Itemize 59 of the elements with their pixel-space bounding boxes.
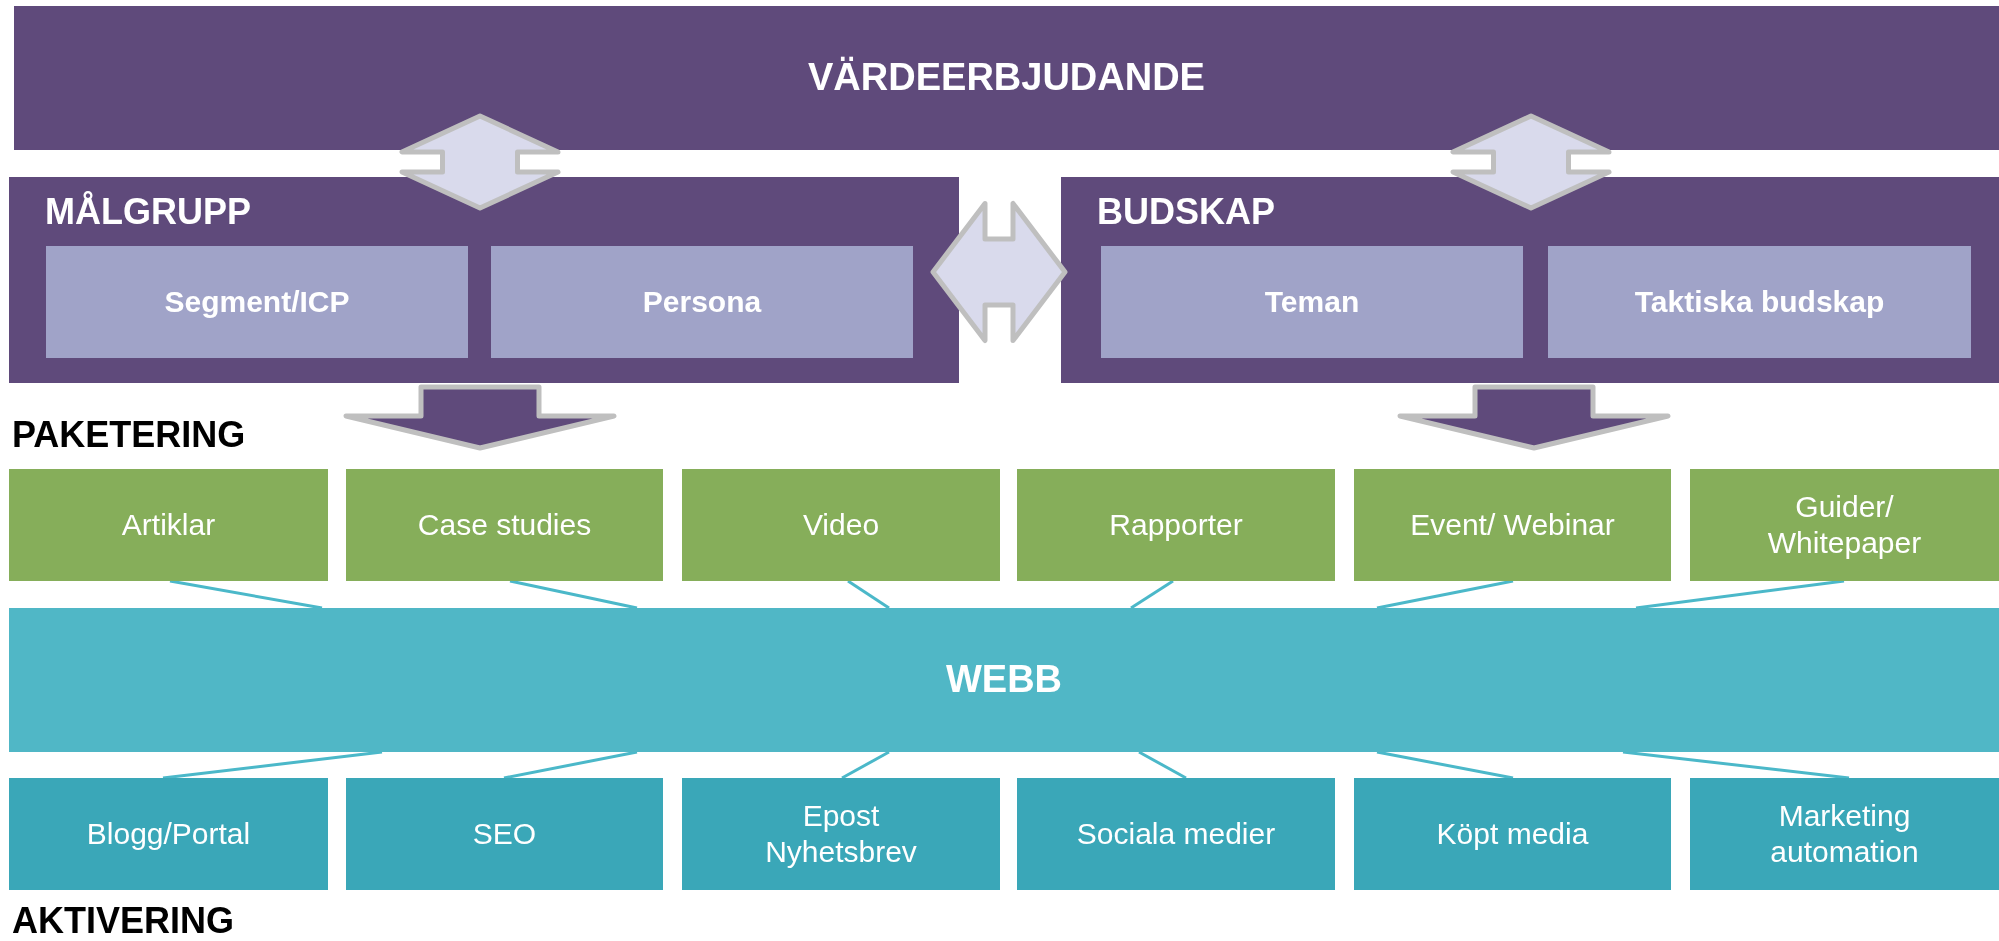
box-label: Blogg/Portal bbox=[85, 816, 252, 852]
box-label: Case studies bbox=[416, 507, 593, 543]
content-box bbox=[346, 469, 663, 581]
box-label: Artiklar bbox=[120, 507, 217, 543]
channel-box bbox=[1354, 778, 1671, 890]
box-label: VÄRDEERBJUDANDE bbox=[807, 55, 1206, 101]
block-arrow bbox=[1397, 384, 1671, 451]
box-label: Persona bbox=[641, 284, 763, 320]
topic-box bbox=[491, 246, 913, 358]
group-panel bbox=[1061, 177, 1999, 383]
box-label: Video bbox=[801, 507, 881, 543]
section-label: AKTIVERING bbox=[12, 900, 234, 941]
block-arrow bbox=[1450, 113, 1612, 211]
channel-box bbox=[1017, 778, 1335, 890]
box-label: Epost Nyhetsbrev bbox=[764, 798, 918, 870]
box-label: SEO bbox=[471, 816, 538, 852]
content-box bbox=[1017, 469, 1335, 581]
channel-box bbox=[9, 778, 328, 890]
connector-line bbox=[1635, 579, 1845, 610]
block-arrow bbox=[399, 113, 561, 211]
box-label: Segment/ICP bbox=[163, 284, 351, 320]
content-box bbox=[1690, 469, 1999, 581]
content-box bbox=[682, 469, 1000, 581]
title-band bbox=[14, 6, 1999, 150]
connector-line bbox=[1622, 750, 1850, 780]
block-arrow bbox=[930, 201, 1068, 343]
box-label: WEBB bbox=[944, 657, 1064, 703]
box-label: Taktiska budskap bbox=[1633, 284, 1886, 320]
connector-line bbox=[169, 579, 323, 610]
box-label: Rapporter bbox=[1108, 507, 1244, 543]
channel-box bbox=[346, 778, 663, 890]
box-label: Sociala medier bbox=[1075, 816, 1277, 852]
topic-box bbox=[46, 246, 468, 358]
connector-line bbox=[1376, 579, 1514, 610]
connector-line bbox=[841, 750, 890, 780]
box-label: Köpt media bbox=[1435, 816, 1590, 852]
box-label: Teman bbox=[1263, 284, 1361, 320]
content-box bbox=[1354, 469, 1671, 581]
group-heading: BUDSKAP bbox=[1097, 191, 1275, 233]
connector-line bbox=[1130, 579, 1174, 610]
connector-line bbox=[509, 579, 638, 610]
connector-line bbox=[847, 579, 890, 610]
block-arrow bbox=[343, 384, 617, 451]
connector-line bbox=[1376, 750, 1514, 780]
connector-line bbox=[503, 750, 638, 780]
content-box bbox=[9, 469, 328, 581]
section-label: PAKETERING bbox=[12, 414, 246, 456]
group-heading: MÅLGRUPP bbox=[45, 191, 251, 233]
channel-box bbox=[682, 778, 1000, 890]
topic-box bbox=[1101, 246, 1523, 358]
box-label: Event/ Webinar bbox=[1409, 507, 1616, 543]
connector-line bbox=[162, 750, 383, 780]
channel-box bbox=[1690, 778, 1999, 890]
topic-box bbox=[1548, 246, 1971, 358]
box-label: Guider/ Whitepaper bbox=[1766, 489, 1923, 561]
web-band bbox=[9, 608, 1999, 752]
connector-line bbox=[1138, 750, 1187, 780]
group-panel bbox=[9, 177, 959, 383]
box-label: Marketing automation bbox=[1769, 798, 1920, 870]
